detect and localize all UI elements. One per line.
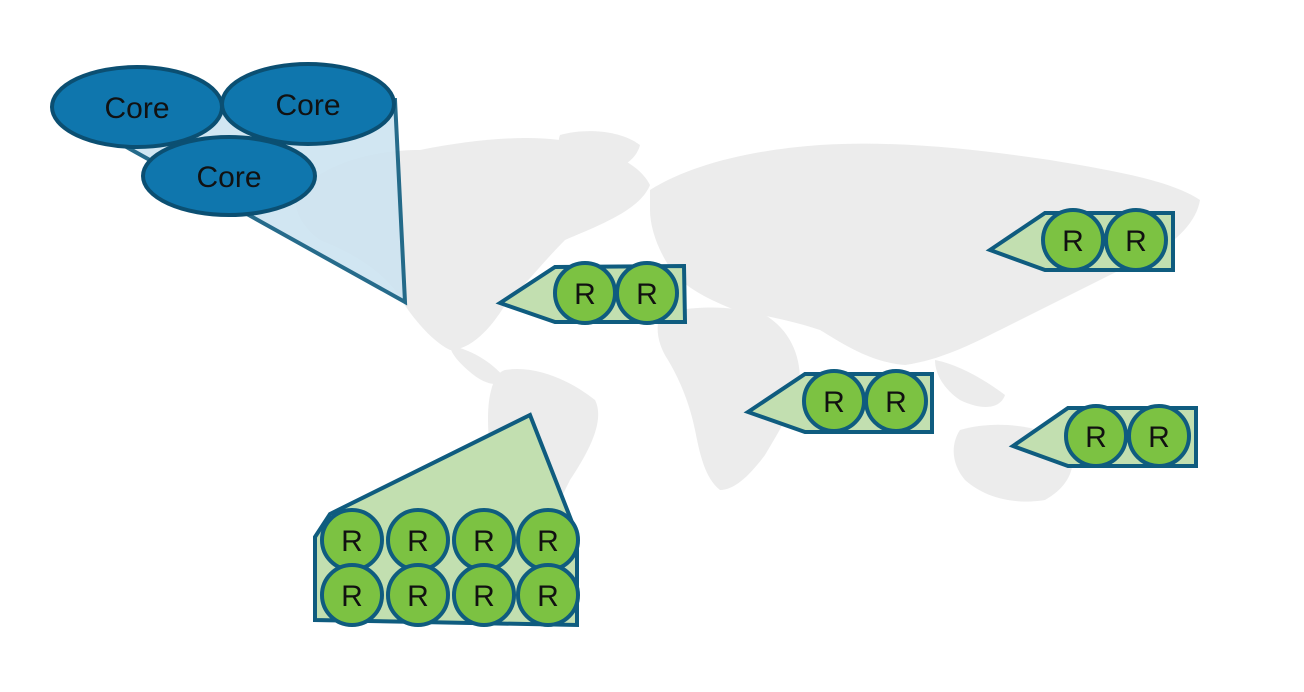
map-europe-asia xyxy=(650,143,1200,365)
region-cluster-australia: R R xyxy=(1008,404,1198,468)
region-node: R xyxy=(802,369,866,433)
region-node: R xyxy=(452,508,516,572)
region-node-label: R xyxy=(407,525,429,558)
core-node: Core xyxy=(50,65,224,149)
region-node: R xyxy=(320,563,384,627)
region-node-label: R xyxy=(341,525,363,558)
region-node: R xyxy=(320,508,384,572)
region-node: R xyxy=(1104,208,1168,272)
region-node: R xyxy=(516,508,580,572)
region-node-label: R xyxy=(636,278,658,311)
map-africa xyxy=(657,307,800,490)
region-node-label: R xyxy=(1148,421,1170,454)
region-node-label: R xyxy=(574,278,596,311)
region-node: R xyxy=(1064,404,1128,468)
region-node: R xyxy=(1127,404,1191,468)
core-node: Core xyxy=(220,62,396,146)
core-node: Core xyxy=(141,135,317,217)
region-cluster-south-america: R R R R R R R R xyxy=(313,412,580,628)
region-node: R xyxy=(864,369,928,433)
core-label: Core xyxy=(196,161,261,194)
region-node: R xyxy=(615,261,679,325)
region-node: R xyxy=(1041,208,1105,272)
region-node-label: R xyxy=(1062,225,1084,258)
region-node-label: R xyxy=(885,386,907,419)
region-node: R xyxy=(386,508,450,572)
core-label: Core xyxy=(275,89,340,122)
region-node: R xyxy=(553,261,617,325)
region-node-label: R xyxy=(537,580,559,613)
region-node-label: R xyxy=(537,525,559,558)
region-cluster-east-asia: R R xyxy=(985,208,1175,272)
region-node: R xyxy=(452,563,516,627)
region-cluster-north-america: R R xyxy=(495,261,688,325)
region-node-label: R xyxy=(823,386,845,419)
map-greenland xyxy=(558,131,640,172)
region-node-label: R xyxy=(473,525,495,558)
map-southeast-asia xyxy=(935,360,1005,407)
map-central-america xyxy=(450,345,505,384)
region-node: R xyxy=(386,563,450,627)
region-cluster-africa-east: R R xyxy=(743,369,934,434)
region-node-label: R xyxy=(473,580,495,613)
region-node-label: R xyxy=(1085,421,1107,454)
region-node: R xyxy=(516,563,580,627)
region-node-label: R xyxy=(341,580,363,613)
region-node-label: R xyxy=(1125,225,1147,258)
core-cluster: Core Core Core xyxy=(50,62,408,306)
core-label: Core xyxy=(104,92,169,125)
region-node-label: R xyxy=(407,580,429,613)
